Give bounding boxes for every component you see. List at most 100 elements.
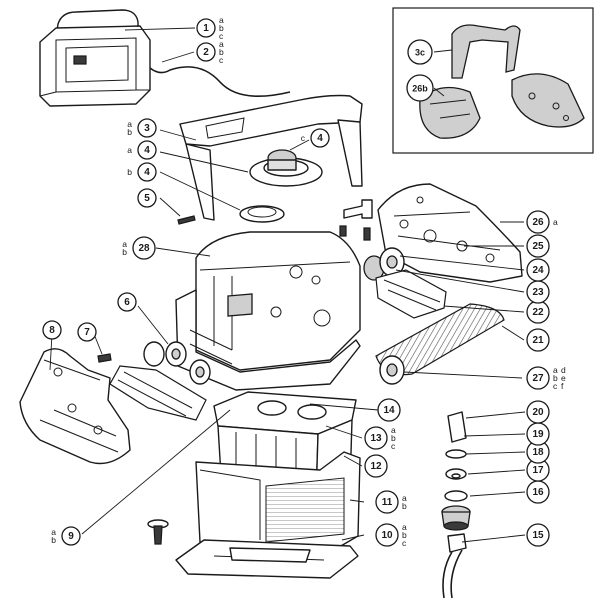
impeller-cover [249,149,323,187]
callout-18: 18 [526,440,550,464]
callout-sub-letter: a [553,217,558,227]
power-supply [39,9,151,107]
callout-number: 18 [532,447,544,458]
callout-circle [137,188,157,208]
brush-roller [375,303,505,385]
inset-callout-label: 3c [415,48,425,58]
callout-circle [375,490,399,514]
callout-number: 4 [317,133,323,144]
left-wheels [143,341,211,385]
callout-15: 15 [526,523,550,547]
callout-19: 19 [526,422,550,446]
callout-circle [137,118,157,138]
swivel-parts [441,411,471,599]
drive-gears [363,247,405,281]
callout-sub-letter: b [553,373,558,383]
callout-number: 17 [532,465,544,476]
callout-circle [526,210,550,234]
callout-sub-letter: a [127,145,132,155]
filter-screen [195,451,361,551]
bottom-lid [175,539,359,579]
callout-16: 16 [526,480,550,504]
callout-22: 22 [526,300,550,324]
callout-circle [196,42,216,62]
callout-sub-letter: a [402,493,407,503]
callout-number: 9 [68,531,74,542]
callout-sub-letter: c [553,381,558,391]
callout-number: 8 [49,325,55,336]
callout-number: 4 [144,145,150,156]
callout-circle [132,236,156,260]
power-cable [149,66,291,98]
latch-clip [147,519,169,545]
callout-circle [77,322,97,342]
callout-5: 5 [137,188,157,208]
callout-circle [526,400,550,424]
filter-top [213,391,357,435]
callout-circle [375,523,399,547]
callout-sub-letter: a [122,239,127,249]
callout-circle [137,162,157,182]
callout-number: 16 [532,487,544,498]
callout-number: 23 [532,287,544,298]
callout-circle [377,398,401,422]
callout-sub-letter: a [553,365,558,375]
inset-handle [451,24,521,79]
callout-circle [364,454,388,478]
inset-right-side-panel [511,73,585,128]
callout-number: 4 [144,167,150,178]
callout-circle [42,320,62,340]
callout-circle [196,18,216,38]
callout-circle [407,39,433,65]
callout-circle [137,140,157,160]
callout-sub-letter: a [127,119,132,129]
callout-sub-letter: a [219,15,224,25]
callout-number: 26 [532,217,544,228]
callout-circle [526,366,550,390]
callout-sub-letter: c [402,538,407,548]
callout-number: 22 [532,307,544,318]
callout-24: 24 [526,258,550,282]
callout-sub-letter: b [219,23,224,33]
callout-sub-letter: a [402,522,407,532]
callout-number: 14 [383,405,395,416]
inset-callout-26b: 26b [406,74,434,102]
callout-number: 19 [532,429,544,440]
callout-12: 12 [364,454,388,478]
callout-8: 8 [42,320,62,340]
inset-callout-3c: 3c [407,39,433,65]
callout-7: 7 [77,322,97,342]
callout-sub-letter: f [561,381,564,391]
callout-sub-letter: a [219,39,224,49]
callout-sub-letter: b [219,47,224,57]
callout-23: 23 [526,280,550,304]
callout-sub-letter: c [391,441,396,451]
swivel-cable-arm [19,348,131,465]
callout-9-ab: 9ab [51,526,81,546]
callout-number: 3 [144,123,150,134]
callout-sub-letter: d [561,365,566,375]
bracket-clip [339,199,373,241]
callout-25: 25 [526,234,550,258]
callout-4-a: 4a [127,140,157,160]
callout-21: 21 [526,328,550,352]
callout-sub-letter: b [127,127,132,137]
small-screw [97,353,112,363]
callout-circle [364,426,388,450]
callout-6: 6 [117,292,137,312]
callout-sub-letter: b [402,530,407,540]
inset-callout-label: 26b [412,84,428,94]
callout-circle [526,523,550,547]
callout-circle [526,258,550,282]
callout-26-a: 26 a [526,210,558,234]
callout-number: 13 [370,433,382,444]
callout-circle [61,526,81,546]
callout-sub-letter: b [51,535,56,545]
